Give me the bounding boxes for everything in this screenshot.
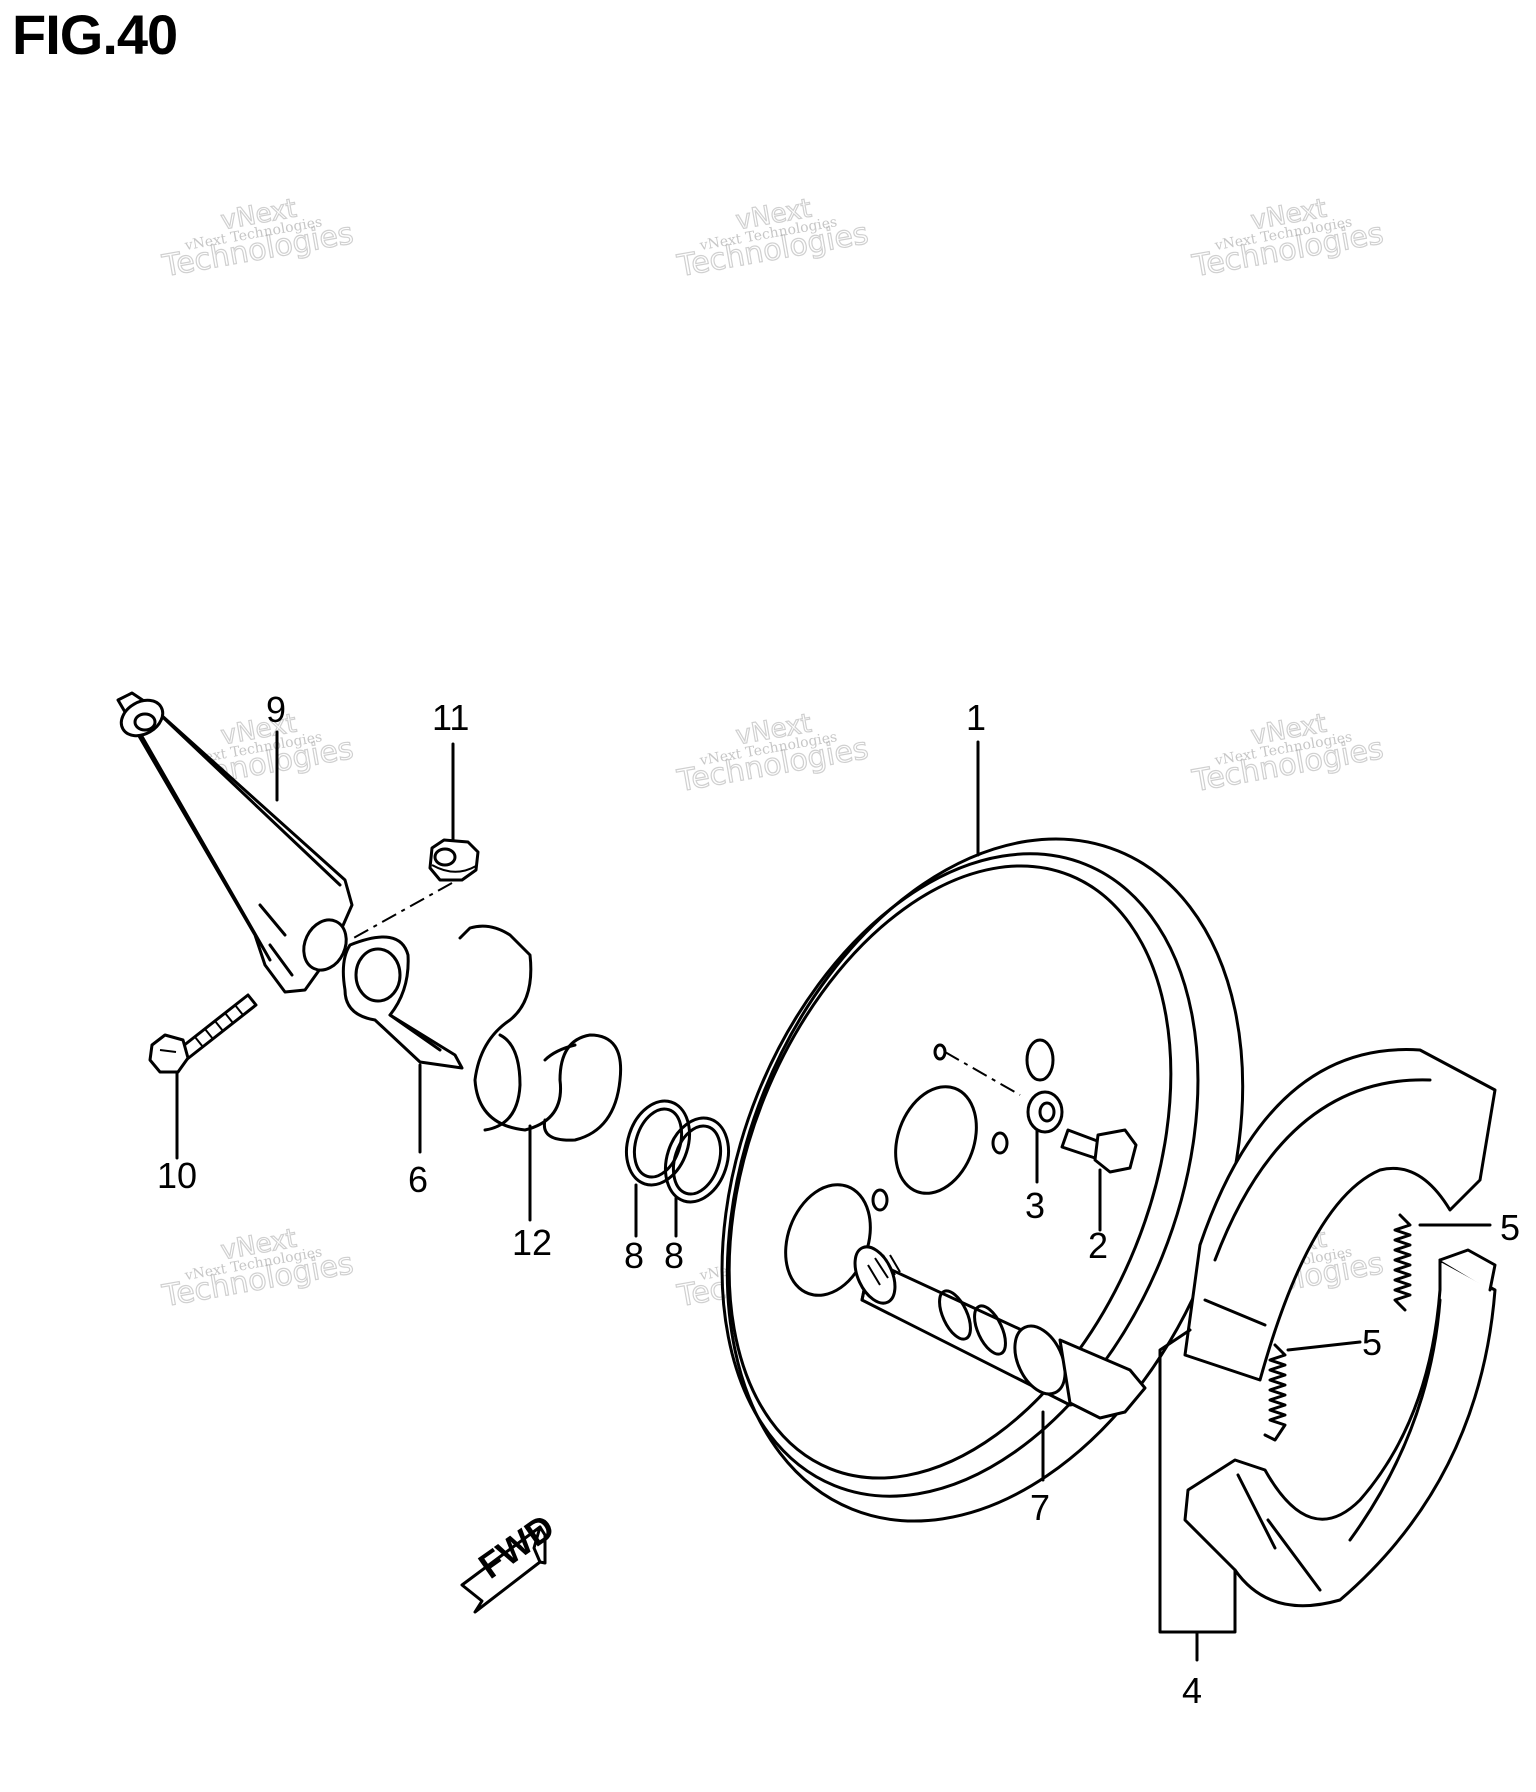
callout-5b: 5: [1362, 1322, 1382, 1363]
callout-labels: 9 11 1 3 2 7 5 5 4 6 10 12 8 8: [157, 689, 1520, 1711]
shoe-spring: [1263, 1343, 1287, 1442]
shoe-spring: [1393, 1213, 1412, 1312]
callout-1: 1: [966, 697, 986, 738]
brake-cam-lever: [116, 691, 354, 994]
lever-bolt: [148, 993, 258, 1074]
watermark: Technologies vNext vNext Technologies: [1189, 708, 1387, 800]
callout-11: 11: [432, 697, 469, 738]
watermark: Technologies vNext vNext Technologies: [159, 1223, 357, 1315]
cam-lever-nut: [428, 838, 480, 882]
callout-3: 3: [1025, 1185, 1045, 1226]
watermark: Technologies vNext vNext Technologies: [1189, 193, 1387, 285]
brake-shoe-set: [1158, 1048, 1497, 1662]
figure-title: FIG.40: [12, 3, 178, 66]
o-ring: [625, 1099, 691, 1187]
callout-10: 10: [157, 1155, 197, 1196]
watermark: Technologies vNext vNext Technologies: [159, 193, 357, 285]
o-ring: [664, 1116, 730, 1204]
leader-lines: [175, 730, 1492, 1482]
callout-4: 4: [1182, 1670, 1202, 1711]
callout-12: 12: [512, 1222, 552, 1263]
washer: [1026, 1090, 1064, 1134]
callout-8b: 8: [664, 1235, 684, 1276]
callout-8a: 8: [624, 1235, 644, 1276]
callout-7: 7: [1030, 1487, 1050, 1528]
callout-6: 6: [408, 1159, 428, 1200]
o-ring-inner: [671, 1124, 723, 1196]
o-ring-inner: [632, 1107, 684, 1179]
callout-2: 2: [1088, 1225, 1108, 1266]
callout-9: 9: [266, 689, 286, 730]
forward-direction-arrow: FWD: [460, 1506, 562, 1614]
callout-5a: 5: [1500, 1207, 1520, 1248]
panel-bolt: [1060, 1128, 1138, 1174]
brake-cam: [853, 1245, 1147, 1420]
brake-panel: [720, 837, 1245, 1523]
watermark: Technologies vNext vNext Technologies: [674, 708, 872, 800]
watermark: Technologies vNext vNext Technologies: [674, 193, 872, 285]
wear-indicator-plate: [341, 935, 464, 1070]
brake-return-spring: [458, 924, 623, 1142]
